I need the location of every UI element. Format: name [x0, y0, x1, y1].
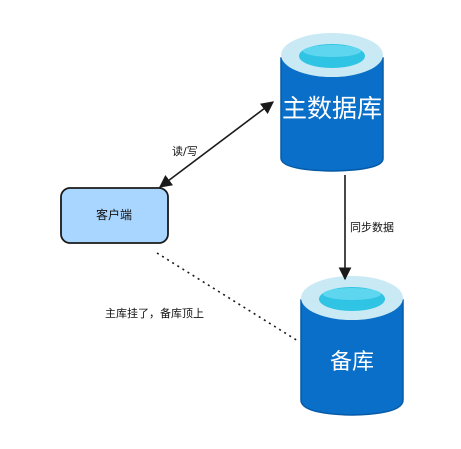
failover-label: 主库挂了，备库顶上: [105, 306, 204, 320]
primary-database-node[interactable]: 主数据库: [280, 33, 384, 172]
read-write-arrow: [158, 101, 275, 188]
primary-database-body: [280, 57, 384, 172]
client-node[interactable]: 客户端: [60, 187, 169, 244]
standby-database-node[interactable]: 备库: [300, 276, 404, 416]
read-write-edge: 读/写: [158, 101, 275, 188]
client-label: 客户端: [96, 207, 132, 222]
failover-edge: 主库挂了，备库顶上: [105, 252, 299, 342]
failover-dotted-line: [156, 252, 299, 342]
sync-edge: 同步数据: [338, 175, 394, 281]
client-box: [60, 187, 169, 244]
sync-label: 同步数据: [350, 220, 394, 234]
standby-database-body: [300, 299, 404, 416]
standby-database-label: 备库: [330, 350, 374, 375]
read-write-label: 读/写: [172, 144, 198, 158]
primary-database-label: 主数据库: [282, 94, 382, 123]
